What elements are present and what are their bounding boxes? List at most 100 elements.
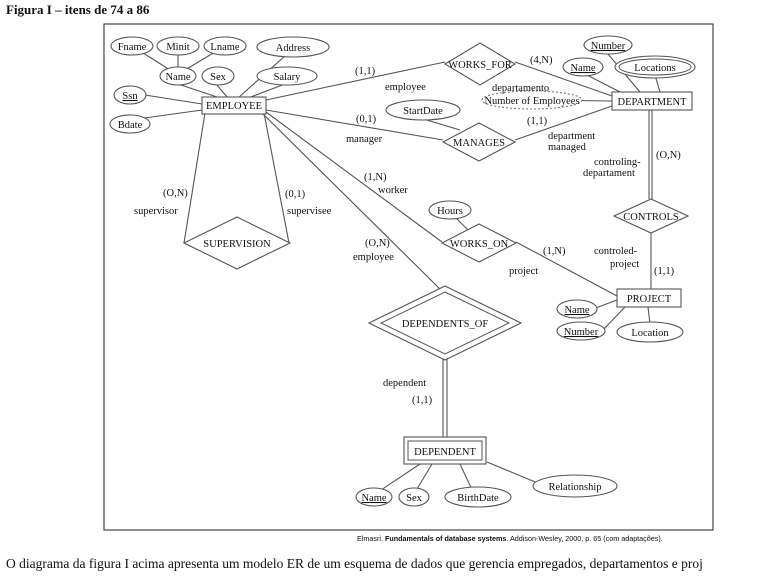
role-supervisor: supervisor bbox=[134, 206, 178, 217]
role-controls-dept-1: controling- bbox=[594, 157, 641, 168]
locations-label: Locations bbox=[634, 63, 675, 74]
dept-name-label: Name bbox=[570, 63, 595, 74]
diagram-frame bbox=[103, 23, 714, 531]
attribute-ellipses bbox=[109, 35, 684, 508]
dependent-entity-inner bbox=[407, 440, 483, 461]
proj-number-attribute bbox=[556, 321, 606, 341]
ssn-label: Ssn bbox=[122, 91, 138, 102]
name-label: Name bbox=[165, 72, 190, 83]
fname-attribute bbox=[110, 36, 154, 56]
role-manages-manager: manager bbox=[346, 134, 383, 145]
card-works-on-worker: (1,N) bbox=[364, 172, 387, 183]
role-works-on-project: project bbox=[509, 266, 538, 277]
role-supervisee: supervisee bbox=[287, 206, 332, 217]
salary-label: Salary bbox=[274, 72, 302, 83]
card-works-for-dept: (4,N) bbox=[530, 55, 553, 66]
employee-label: EMPLOYEE bbox=[206, 101, 262, 112]
figure-title: Figura I – itens de 74 a 86 bbox=[6, 2, 150, 17]
role-controls-project-2: project bbox=[610, 259, 639, 270]
works-on-label: WORKS_ON bbox=[450, 239, 509, 250]
birth-date-label: BirthDate bbox=[457, 493, 499, 504]
address-attribute bbox=[256, 36, 330, 58]
fname-label: Fname bbox=[118, 42, 147, 53]
double-connector-lines bbox=[442, 110, 650, 437]
role-dependents-of-employee: employee bbox=[353, 252, 394, 263]
role-works-for-employee: employee bbox=[385, 82, 426, 93]
minit-label: Minit bbox=[166, 42, 189, 53]
card-dependent: (1,1) bbox=[412, 395, 433, 406]
dept-number-attribute bbox=[583, 35, 633, 55]
dependents-of-relationship-outer bbox=[367, 285, 523, 361]
role-works-for-dept: departamento bbox=[492, 83, 549, 94]
dep-name-label: Name bbox=[361, 493, 386, 504]
sex-label: Sex bbox=[210, 72, 227, 83]
card-manages-dept: (1,1) bbox=[527, 116, 548, 127]
relationship-label: Relationship bbox=[548, 482, 601, 493]
card-supervisor: (O,N) bbox=[163, 188, 188, 199]
dept-name-attribute bbox=[562, 57, 604, 77]
card-dependents-of-employee: (O,N) bbox=[365, 238, 390, 249]
relationship-attribute bbox=[532, 474, 618, 498]
number-of-employees-label: Number of Employees bbox=[484, 96, 579, 107]
role-manages-dept-1: department bbox=[548, 131, 595, 142]
caption-text: O diagrama da figura I acima apresenta u… bbox=[6, 556, 703, 571]
birth-date-attribute bbox=[444, 486, 512, 508]
entity-boxes bbox=[201, 91, 693, 308]
project-entity bbox=[616, 288, 682, 308]
bdate-attribute bbox=[109, 114, 151, 134]
lname-label: Lname bbox=[210, 42, 239, 53]
role-dependent: dependent bbox=[383, 378, 426, 389]
ssn-attribute bbox=[113, 85, 147, 105]
source-citation: Elmasri. Fundamentals of database system… bbox=[357, 534, 663, 543]
hours-label: Hours bbox=[437, 206, 463, 217]
start-date-attribute bbox=[385, 99, 461, 121]
locations-attribute-inner bbox=[618, 58, 692, 76]
start-date-label: StartDate bbox=[403, 106, 443, 117]
proj-location-attribute bbox=[616, 321, 684, 343]
card-controls-dept: (O,N) bbox=[656, 150, 681, 161]
proj-name-attribute bbox=[556, 299, 598, 319]
controls-label: CONTROLS bbox=[623, 212, 679, 223]
dept-number-label: Number bbox=[591, 41, 626, 52]
proj-number-label: Number bbox=[564, 327, 599, 338]
department-entity bbox=[611, 91, 693, 111]
role-controls-dept-2: departament bbox=[583, 168, 635, 179]
controls-relationship bbox=[612, 198, 690, 234]
proj-location-label: Location bbox=[631, 328, 669, 339]
name-attribute bbox=[159, 66, 197, 86]
bdate-label: Bdate bbox=[118, 120, 143, 131]
hours-attribute bbox=[428, 200, 472, 220]
employee-entity bbox=[201, 96, 267, 115]
sex-attribute bbox=[201, 66, 235, 86]
manages-label: MANAGES bbox=[453, 138, 505, 149]
manages-relationship bbox=[441, 122, 517, 162]
dependents-of-relationship-inner bbox=[379, 291, 511, 355]
card-works-on-project: (1,N) bbox=[543, 246, 566, 257]
project-label: PROJECT bbox=[627, 294, 672, 305]
card-manages-manager: (0,1) bbox=[356, 114, 377, 125]
department-label: DEPARTMENT bbox=[618, 97, 688, 108]
supervision-label: SUPERVISION bbox=[203, 239, 271, 250]
role-controls-project-1: controled- bbox=[594, 246, 638, 257]
proj-name-label: Name bbox=[564, 305, 589, 316]
salary-attribute bbox=[256, 66, 318, 86]
dep-name-attribute bbox=[355, 487, 393, 507]
card-supervisee: (0,1) bbox=[285, 189, 306, 200]
minit-attribute bbox=[156, 36, 200, 56]
er-diagram: EMPLOYEE DEPARTMENT PROJECT DEPENDENT WO… bbox=[103, 23, 714, 543]
works-for-label: WORKS_FOR bbox=[448, 60, 512, 71]
lname-attribute bbox=[203, 36, 247, 56]
dependents-of-label: DEPENDENTS_OF bbox=[402, 319, 488, 330]
supervision-relationship bbox=[182, 216, 292, 270]
address-label: Address bbox=[276, 43, 310, 54]
number-of-employees-attribute bbox=[481, 90, 583, 110]
card-controls-project: (1,1) bbox=[654, 266, 675, 277]
works-on-relationship bbox=[440, 223, 518, 263]
role-manages-dept-2: managed bbox=[548, 142, 587, 153]
role-works-on-worker: worker bbox=[378, 185, 408, 196]
dep-sex-attribute bbox=[398, 487, 430, 507]
works-for-relationship bbox=[443, 42, 517, 86]
card-works-for-employee: (1,1) bbox=[355, 66, 376, 77]
dep-sex-label: Sex bbox=[406, 493, 423, 504]
dependent-label: DEPENDENT bbox=[414, 447, 476, 458]
